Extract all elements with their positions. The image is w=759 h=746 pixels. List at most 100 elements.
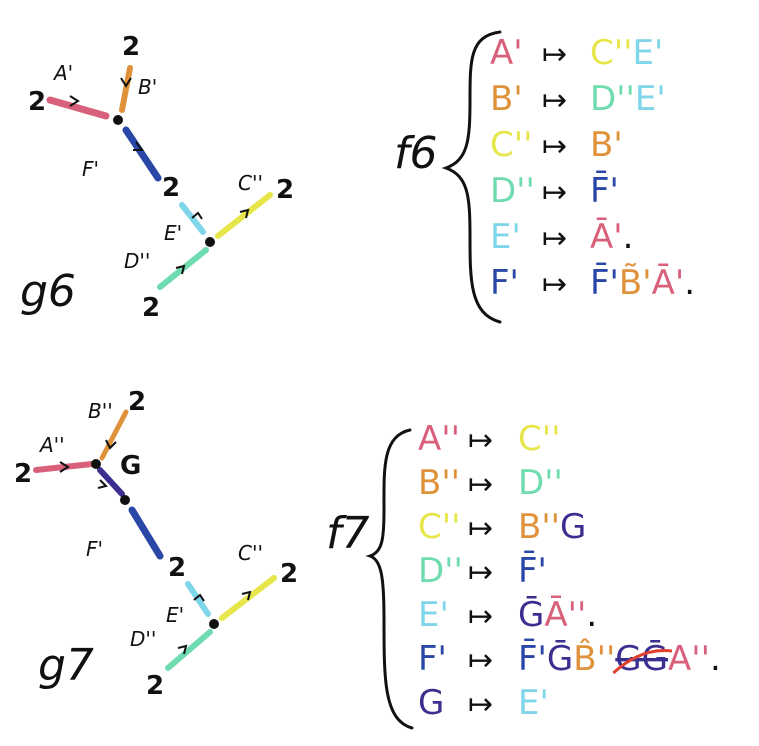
arrow-mark	[133, 141, 144, 151]
map-source: D''	[418, 551, 463, 591]
image-term: .	[684, 263, 695, 303]
image-term: C''	[518, 419, 560, 459]
maps-to-arrow: ↦	[542, 175, 567, 210]
endpoint-number: 2	[162, 173, 180, 203]
graph-g6: 2 2 2 2 2 A' B' F' C'' E' D'' g6	[20, 32, 294, 323]
map-image: B''G	[518, 507, 586, 547]
endpoint-number: 2	[276, 175, 294, 205]
map-f6: f6 A'↦C''E'B'↦D''E'C''↦B'D''↦F̄'E'↦Ā'.F'…	[394, 30, 695, 324]
vertex	[120, 495, 130, 505]
map-row: E'↦Ā'.	[490, 217, 633, 257]
map-image: Ā'.	[590, 217, 633, 257]
maps-to-arrow: ↦	[468, 643, 493, 678]
image-term: F̄'	[590, 170, 619, 211]
image-term: B̂''	[573, 638, 615, 679]
edge-label-A: A''	[38, 433, 65, 457]
endpoint-number: 2	[280, 559, 298, 589]
map-image: D''E'	[590, 79, 666, 119]
maps-to-arrow: ↦	[542, 37, 567, 72]
map-row: E' ↦ ḠĀ''.	[418, 595, 597, 635]
image-term: Ḡ	[518, 595, 544, 635]
maps-to-arrow: ↦	[468, 599, 493, 634]
edge-label-D: D''	[124, 249, 150, 273]
map-image: E'	[518, 683, 549, 723]
image-term: .	[586, 595, 597, 635]
map-row: G↦E'	[418, 683, 549, 723]
map-name-f7: f7	[326, 508, 369, 559]
vertex	[113, 115, 123, 125]
endpoint-number: 2	[122, 32, 140, 62]
map-row: A''↦C''	[418, 419, 560, 459]
image-term: C''	[590, 33, 632, 73]
vertex	[91, 459, 101, 469]
struck-term: GḠ	[615, 639, 668, 679]
map-source: B'	[490, 79, 523, 119]
edge-label-E: E'	[166, 603, 184, 627]
map-name-f6: f6	[394, 128, 437, 179]
endpoint-number: 2	[28, 87, 46, 117]
maps-to-arrow: ↦	[542, 83, 567, 118]
image-term: D''	[590, 79, 635, 119]
map-source: A''	[418, 419, 460, 459]
strike-through-mark	[612, 648, 673, 675]
map-source: C''	[418, 507, 460, 547]
maps-to-arrow: ↦	[542, 129, 567, 164]
image-term: F̄'	[518, 638, 547, 679]
maps-to-arrow: ↦	[468, 555, 493, 590]
edge-B	[119, 65, 133, 113]
edge-label-D: D''	[130, 627, 156, 651]
image-term: .	[710, 639, 721, 679]
map-row: B''↦D''	[418, 463, 563, 503]
map-image: ḠĀ''.	[518, 595, 597, 635]
arrow-mark	[193, 593, 205, 602]
image-term: .	[623, 217, 634, 257]
endpoint-number: 2	[14, 459, 32, 489]
map-image: F̄'B̃'Ā'.	[590, 262, 695, 303]
map-source: E'	[418, 595, 449, 635]
graph-name-g7: g7	[38, 640, 94, 691]
map-row: D''↦F̄'	[418, 550, 547, 591]
map-source: A'	[490, 33, 523, 73]
edge-label-G: G	[120, 451, 141, 481]
edge-G	[97, 467, 125, 497]
image-term: B'	[590, 125, 623, 165]
image-term: Ā''	[544, 595, 586, 635]
map-source: B''	[418, 463, 460, 503]
image-term: Ā'	[652, 263, 685, 303]
edge-A	[33, 461, 95, 473]
image-term: E'	[632, 33, 663, 73]
endpoint-number: 2	[168, 553, 186, 583]
map-source: E'	[490, 217, 521, 257]
graph-name-g6: g6	[20, 266, 76, 317]
map-image: B'	[590, 125, 623, 165]
arrow-mark	[239, 208, 250, 219]
edge-B	[99, 409, 129, 461]
maps-to-arrow: ↦	[542, 267, 567, 302]
edge-F	[128, 506, 164, 560]
brace	[365, 428, 414, 730]
graph-g7: 2 2 2 2 2 A'' B'' G F' C'' E' D'' g7	[14, 387, 298, 701]
map-image: C''E'	[590, 33, 663, 73]
vertex	[209, 619, 219, 629]
map-row: F' ↦ F̄'B̃'Ā'.	[490, 262, 695, 303]
image-term: Ā'	[590, 217, 623, 257]
map-image: F̄'	[590, 170, 619, 211]
image-term: B̃'	[619, 263, 652, 303]
map-source: F'	[490, 263, 519, 303]
image-term: E'	[635, 79, 666, 119]
edge-label-C: C''	[238, 171, 263, 195]
endpoint-number: 2	[146, 671, 164, 701]
arrow-mark	[69, 95, 80, 107]
arrow-mark	[175, 264, 186, 275]
map-image: D''	[518, 463, 563, 503]
arrow-mark	[105, 439, 117, 450]
maps-to-arrow: ↦	[468, 687, 493, 722]
map-source: F'	[418, 639, 447, 679]
brace	[441, 30, 502, 324]
edge-label-C: C''	[238, 541, 263, 565]
arrow-mark	[191, 211, 203, 220]
arrow-mark	[120, 77, 132, 88]
map-source: C''	[490, 125, 532, 165]
edge-label-A: A'	[52, 61, 73, 85]
image-term: F̄'	[590, 262, 619, 303]
